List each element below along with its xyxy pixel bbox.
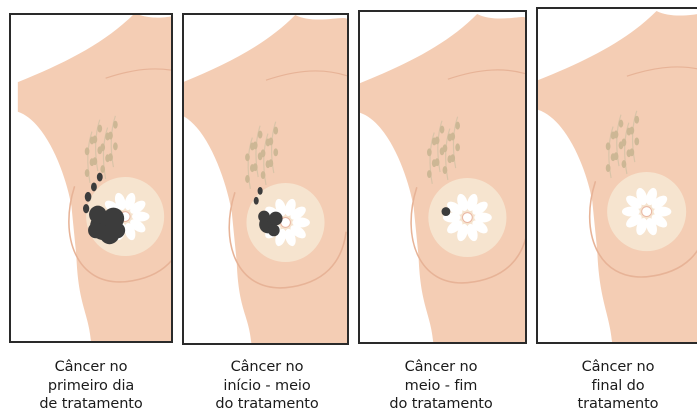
stage-caption-3-line-1: Câncer no bbox=[355, 358, 527, 377]
duct-bud bbox=[427, 148, 432, 156]
duct-bud bbox=[245, 153, 250, 161]
breast-illustration-2 bbox=[184, 15, 347, 343]
duct-bud bbox=[435, 136, 440, 144]
duct-bud bbox=[258, 131, 263, 139]
tumor-mass bbox=[269, 212, 283, 226]
torso-skin bbox=[18, 15, 171, 341]
breast-illustration-4 bbox=[538, 9, 697, 342]
tumor-satellite bbox=[83, 204, 89, 213]
stage-caption-4: Câncer no final do tratamento bbox=[532, 358, 697, 414]
breast-illustration-1 bbox=[11, 15, 171, 341]
stage-caption-3-line-2: meio - fim bbox=[355, 377, 527, 396]
duct-bud bbox=[634, 137, 639, 145]
stage-panel-3 bbox=[358, 10, 527, 344]
stage-caption-4-line-1: Câncer no bbox=[532, 358, 697, 377]
duct-bud bbox=[100, 143, 105, 151]
torso-skin bbox=[360, 12, 525, 342]
duct-bud bbox=[440, 126, 445, 134]
stage-caption-3: Câncer no meio - fim do tratamento bbox=[355, 358, 527, 414]
tumor-satellite bbox=[97, 173, 103, 182]
duct-bud bbox=[606, 164, 611, 172]
duct-bud bbox=[93, 136, 98, 144]
duct-bud bbox=[450, 133, 455, 141]
tumor-satellite bbox=[254, 197, 259, 205]
stage-caption-4-line-2: final do bbox=[532, 377, 697, 396]
duct-bud bbox=[614, 131, 619, 139]
duct-bud bbox=[93, 157, 98, 165]
stage-caption-2-line-2: início - meio bbox=[181, 377, 353, 396]
nipple-center bbox=[463, 213, 473, 223]
stage-caption-1-line-1: Câncer no bbox=[5, 358, 177, 377]
duct-bud bbox=[622, 138, 627, 146]
tumor-mass bbox=[442, 207, 451, 216]
stage-caption-2-line-3: do tratamento bbox=[181, 395, 353, 414]
duct-bud bbox=[253, 141, 258, 149]
duct-bud bbox=[435, 158, 440, 166]
duct-bud bbox=[443, 144, 448, 152]
duct-bud bbox=[85, 169, 90, 177]
duct-bud bbox=[606, 142, 611, 150]
duct-bud bbox=[253, 163, 258, 171]
duct-bud bbox=[113, 121, 118, 129]
stage-caption-2-line-1: Câncer no bbox=[181, 358, 353, 377]
tumor-mass bbox=[268, 224, 280, 236]
tumor-satellite bbox=[258, 187, 263, 195]
stage-caption-4-line-3: tratamento bbox=[532, 395, 697, 414]
stage-caption-1: Câncer no primeiro dia de tratamento bbox=[5, 358, 177, 414]
duct-bud bbox=[113, 142, 118, 150]
stage-caption-2: Câncer no início - meio do tratamento bbox=[181, 358, 353, 414]
duct-bud bbox=[108, 153, 113, 161]
stage-caption-3-line-3: do tratamento bbox=[355, 395, 527, 414]
duct-bud bbox=[261, 171, 266, 179]
breast-illustration-3 bbox=[360, 12, 525, 342]
nipple-center bbox=[642, 207, 652, 217]
stage-panel-4 bbox=[536, 7, 697, 344]
torso-skin bbox=[538, 9, 697, 342]
duct-bud bbox=[108, 132, 113, 140]
duct-bud bbox=[619, 120, 624, 128]
duct-bud bbox=[100, 165, 105, 173]
duct-bud bbox=[622, 160, 627, 168]
duct-bud bbox=[450, 154, 455, 162]
tumor-satellite bbox=[85, 192, 92, 202]
stage-panel-1 bbox=[9, 13, 173, 343]
duct-bud bbox=[269, 159, 274, 167]
tumor-mass bbox=[258, 211, 270, 223]
duct-bud bbox=[269, 138, 274, 146]
duct-bud bbox=[443, 166, 448, 174]
duct-bud bbox=[455, 122, 460, 130]
duct-bud bbox=[455, 143, 460, 151]
duct-bud bbox=[97, 125, 102, 133]
duct-bud bbox=[245, 175, 250, 183]
tumor-satellite bbox=[91, 182, 97, 191]
stage-caption-1-line-2: primeiro dia bbox=[5, 377, 177, 396]
duct-bud bbox=[261, 149, 266, 157]
duct-bud bbox=[273, 148, 278, 156]
tumor-mass bbox=[88, 222, 104, 238]
duct-bud bbox=[614, 152, 619, 160]
duct-bud bbox=[629, 148, 634, 156]
duct-bud bbox=[634, 116, 639, 124]
tumor-mass bbox=[110, 222, 126, 238]
duct-bud bbox=[85, 147, 90, 155]
duct-bud bbox=[273, 127, 278, 135]
tumor-mass bbox=[89, 206, 107, 224]
stage-caption-1-line-3: de tratamento bbox=[5, 395, 177, 414]
duct-bud bbox=[427, 170, 432, 178]
stage-panel-2 bbox=[182, 13, 349, 345]
duct-bud bbox=[629, 127, 634, 135]
